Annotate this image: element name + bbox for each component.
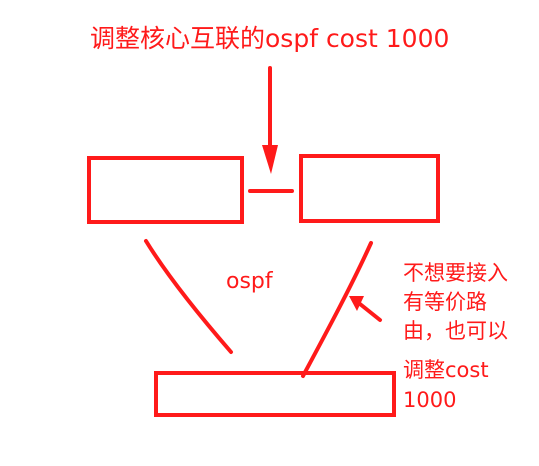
- core-box-left: [87, 156, 244, 224]
- side-arrow-shaft: [358, 302, 382, 322]
- access-annotation-line: 不想要接入: [403, 261, 508, 285]
- access-box: [154, 371, 396, 417]
- access-annotation-line: 1000: [403, 388, 456, 412]
- core-interconnect-annotation: 调整核心互联的ospf cost 1000: [90, 24, 449, 53]
- core-box-right: [299, 154, 440, 223]
- access-annotation-line: 有等价路: [403, 290, 487, 314]
- side-arrow: [349, 296, 382, 322]
- down-arrow: [262, 66, 278, 174]
- access-annotation-line: 调整cost: [403, 358, 489, 382]
- access-annotation-line: 由，也可以: [403, 319, 508, 343]
- ospf-label: ospf: [226, 269, 274, 294]
- access-annotation: 不想要接入 有等价路 由，也可以 调整cost 1000: [403, 261, 508, 412]
- side-arrow-head: [349, 296, 364, 311]
- uplink-right: [301, 241, 373, 378]
- down-arrow-head: [262, 145, 278, 174]
- uplink-left: [144, 239, 233, 354]
